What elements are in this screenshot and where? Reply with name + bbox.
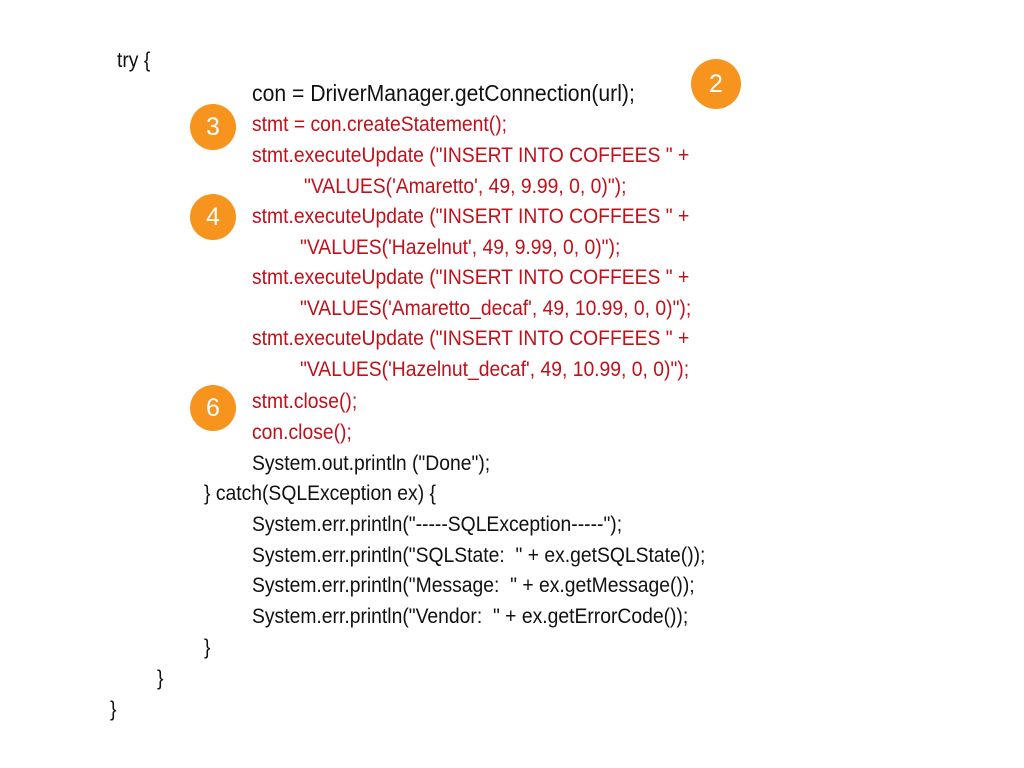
code-line-catch: } catch(SQLException ex) { <box>204 482 436 505</box>
code-line-try: try { <box>117 49 151 72</box>
code-line-insert-4: stmt.executeUpdate ("INSERT INTO COFFEES… <box>252 327 690 350</box>
code-line-err-sqlstate: System.err.println("SQLState: " + ex.get… <box>252 544 706 567</box>
step-badge-4: 4 <box>190 194 236 240</box>
code-line-close-class: } <box>110 698 117 721</box>
code-line-values-4: "VALUES('Hazelnut_decaf', 49, 10.99, 0, … <box>300 358 690 381</box>
code-line-println-done: System.out.println ("Done"); <box>252 452 491 475</box>
code-line-create-statement: stmt = con.createStatement(); <box>252 113 508 136</box>
code-line-get-connection: con = DriverManager.getConnection(url); <box>252 80 635 106</box>
code-line-insert-2: stmt.executeUpdate ("INSERT INTO COFFEES… <box>252 205 690 228</box>
code-line-err-vendor: System.err.println("Vendor: " + ex.getEr… <box>252 605 689 628</box>
step-badge-2: 2 <box>691 59 741 109</box>
code-line-err-message: System.err.println("Message: " + ex.getM… <box>252 574 695 597</box>
code-line-values-3: "VALUES('Amaretto_decaf', 49, 10.99, 0, … <box>300 297 692 320</box>
code-line-con-close: con.close(); <box>252 421 352 444</box>
code-line-close-catch: } <box>204 636 211 659</box>
code-line-insert-1: stmt.executeUpdate ("INSERT INTO COFFEES… <box>252 144 690 167</box>
code-line-stmt-close: stmt.close(); <box>252 390 358 413</box>
code-line-insert-3: stmt.executeUpdate ("INSERT INTO COFFEES… <box>252 266 690 289</box>
step-badge-6: 6 <box>190 385 236 431</box>
code-line-values-2: "VALUES('Hazelnut', 49, 9.99, 0, 0)"); <box>300 236 621 259</box>
code-line-values-1: "VALUES('Amaretto', 49, 9.99, 0, 0)"); <box>304 175 627 198</box>
step-badge-3: 3 <box>190 104 236 150</box>
code-line-err-header: System.err.println("-----SQLException---… <box>252 513 623 536</box>
code-line-close-method: } <box>157 667 164 690</box>
